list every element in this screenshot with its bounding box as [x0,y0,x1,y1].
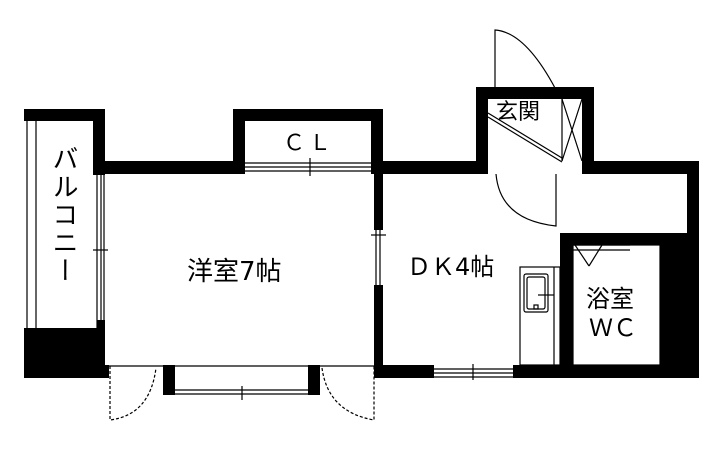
room-label-closet: ＣＬ [283,131,336,156]
room-label-entrance: 玄関 [496,100,541,125]
walls [24,87,699,395]
room-label-dining-kitchen: ＤＫ4帖 [407,253,495,281]
room-label-bath: 浴室 [586,285,634,313]
room-label-western-room: 洋室7帖 [187,257,282,287]
thin-lines [26,29,661,421]
room-label-balcony: バルコニー [48,145,78,285]
room-label-wc: ＷＣ [589,314,637,342]
